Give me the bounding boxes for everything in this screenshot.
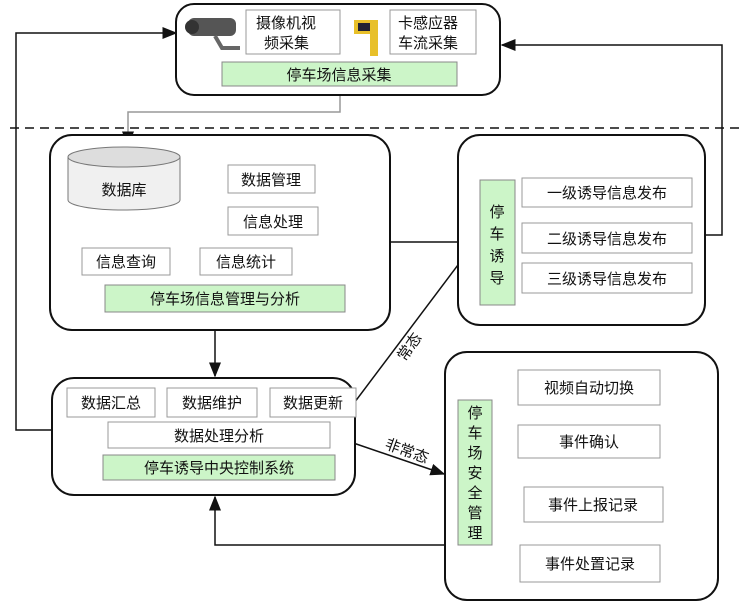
data-update: 数据更新	[283, 394, 343, 412]
svg-text:全: 全	[467, 484, 482, 502]
svg-text:车: 车	[489, 225, 504, 243]
data-maintenance: 数据维护	[182, 394, 242, 412]
edge-label-abnormal: 非常态	[383, 435, 431, 467]
level-2-guidance: 二级诱导信息发布	[547, 230, 667, 248]
safety-management-title: 停 车 场 安 全 管 理	[467, 404, 482, 542]
info-processing: 信息处理	[243, 213, 303, 231]
sensor-label: 卡感应器	[398, 14, 458, 32]
svg-text:理: 理	[467, 524, 482, 542]
svg-text:车: 车	[467, 424, 482, 442]
svg-text:安: 安	[467, 464, 482, 482]
info-query: 信息查询	[96, 253, 156, 271]
central-control-title: 停车诱导中央控制系统	[144, 459, 294, 477]
event-handling-record: 事件处置记录	[545, 555, 635, 573]
svg-text:场: 场	[467, 444, 482, 462]
svg-text:诱: 诱	[489, 247, 504, 265]
database-icon	[67, 146, 181, 211]
camera-label-2: 频采集	[264, 34, 309, 52]
level-1-guidance: 一级诱导信息发布	[547, 184, 667, 202]
video-auto-switch: 视频自动切换	[544, 379, 634, 397]
database-label: 数据库	[101, 181, 146, 199]
event-confirm: 事件确认	[559, 433, 619, 451]
parking-guidance-title: 停 车 诱 导	[489, 203, 504, 287]
info-collection-box: 摄像机视 频采集 卡感应器 车流采集 停车场信息采集	[175, 3, 501, 96]
camera-icon	[185, 18, 240, 50]
info-management-title: 停车场信息管理与分析	[150, 290, 300, 308]
svg-text:管: 管	[467, 504, 482, 522]
parking-guidance-box: 停 车 诱 导 一级诱导信息发布 二级诱导信息发布 三级诱导信息发布	[457, 134, 706, 326]
level-3-guidance: 三级诱导信息发布	[547, 270, 667, 288]
card-sensor-icon	[354, 20, 378, 56]
safety-management-box: 停 车 场 安 全 管 理 视频自动切换 事件确认 事件上报记录 事件处置记录	[444, 351, 719, 601]
camera-label: 摄像机视	[256, 14, 316, 32]
svg-text:停: 停	[489, 203, 504, 221]
data-summary: 数据汇总	[81, 394, 141, 412]
svg-text:导: 导	[489, 269, 504, 287]
info-statistics: 信息统计	[216, 253, 276, 271]
info-collection-title: 停车场信息采集	[286, 66, 391, 84]
edge-label-normal: 常态	[394, 329, 426, 364]
data-management: 数据管理	[241, 171, 301, 189]
event-report-record: 事件上报记录	[548, 496, 638, 514]
data-analysis: 数据处理分析	[174, 427, 264, 445]
info-management-box: 数据库 数据管理 信息处理 信息查询 信息统计 停车场信息管理与分析	[49, 134, 391, 331]
sensor-label-2: 车流采集	[398, 34, 458, 52]
svg-text:停: 停	[467, 404, 482, 422]
central-control-box: 数据汇总 数据维护 数据更新 数据处理分析 停车诱导中央控制系统	[51, 377, 357, 496]
